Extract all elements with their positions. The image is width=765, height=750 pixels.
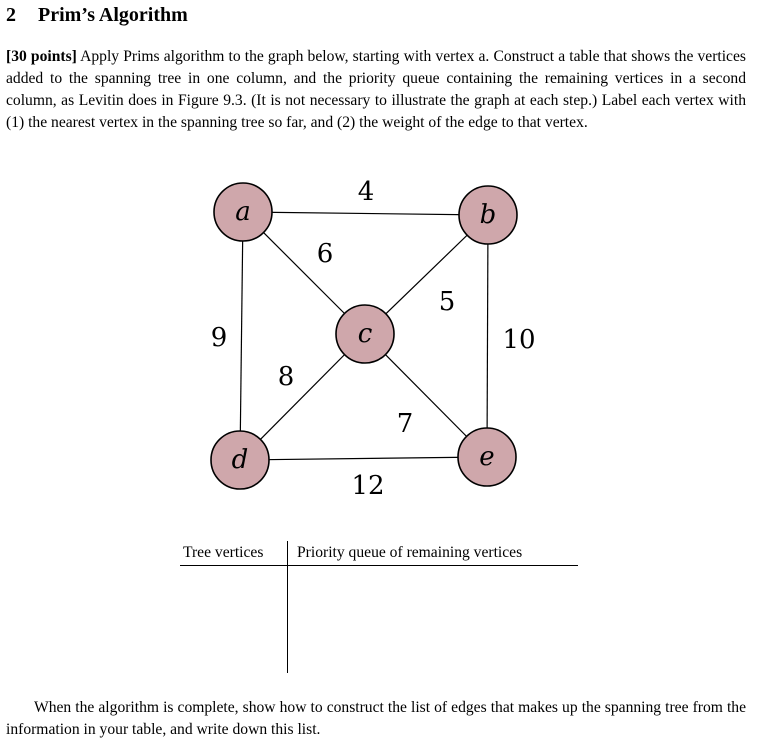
edge-d-e [239, 456, 488, 461]
table-column-divider [287, 541, 288, 673]
vertex-e: e [457, 427, 517, 487]
answer-table: Tree vertices Priority queue of remainin… [180, 541, 580, 676]
weight-a-d: 9 [211, 323, 228, 353]
table-header-rule [180, 565, 578, 566]
vertex-c: c [335, 304, 395, 364]
edge-a-d [239, 211, 244, 461]
vertex-a: a [213, 182, 273, 242]
section-heading: 2 Prim’s Algorithm [6, 4, 188, 27]
vertex-label-d: d [232, 445, 249, 475]
edge-b-e [486, 214, 489, 458]
section-title: Prim’s Algorithm [38, 4, 188, 26]
problem-text: Apply Prims algorithm to the graph below… [6, 48, 746, 131]
section-number: 2 [6, 4, 16, 26]
graph-svg: 4 6 5 9 8 10 7 12 a b c d [210, 177, 536, 501]
vertex-label-c: c [358, 319, 373, 349]
vertex-label-e: e [479, 442, 494, 472]
vertex-d: d [210, 430, 270, 490]
graph-figure: 4 6 5 9 8 10 7 12 a b c d [190, 172, 550, 502]
vertex-label-b: b [480, 200, 497, 230]
table-header-tree-vertices: Tree vertices [183, 544, 264, 561]
problem-points: [30 points] [6, 48, 77, 65]
weight-a-c: 6 [317, 239, 334, 269]
problem-statement: [30 points] Apply Prims algorithm to the… [6, 46, 746, 134]
weight-d-e: 12 [351, 471, 384, 501]
weight-c-e: 7 [397, 409, 414, 439]
closing-instructions: When the algorithm is complete, show how… [6, 699, 746, 738]
weight-a-b: 4 [358, 177, 375, 207]
weight-c-d: 8 [278, 362, 295, 392]
edge-a-b [242, 211, 489, 216]
weight-b-e: 10 [502, 325, 535, 355]
vertex-b: b [458, 185, 518, 245]
vertex-label-a: a [235, 197, 251, 227]
weight-b-c: 5 [439, 287, 456, 317]
table-header-priority-queue: Priority queue of remaining vertices [297, 544, 523, 561]
